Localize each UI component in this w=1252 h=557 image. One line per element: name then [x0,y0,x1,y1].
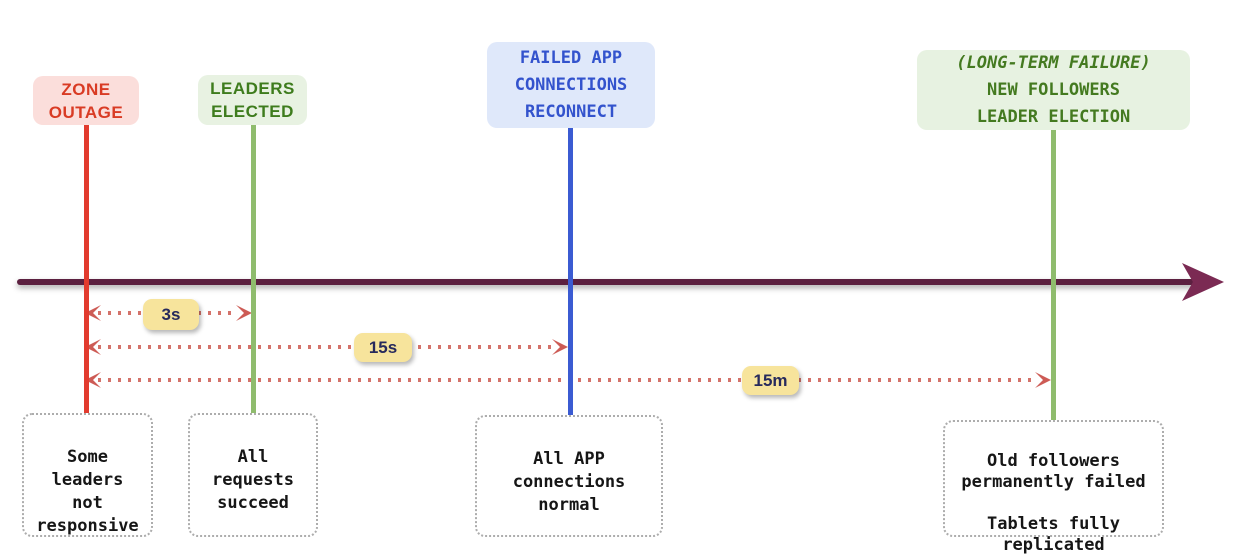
arrowhead-right-icon [1035,372,1051,388]
outcome-text: All APP connections normal [512,449,626,515]
duration-badge-label: 15s [368,337,398,357]
duration-badge-label: 3s [161,304,181,324]
duration-badge-label: 15m [753,370,788,390]
duration-badge-15s: 15s [354,333,412,362]
timeline-axis [17,279,1197,285]
outcome-box-failed-app-connections-reconnect: All APP connections normal [475,415,663,537]
outcome-box-leaders-elected: All requests succeed [188,413,318,537]
event-label-zone-outage: ZONE OUTAGE [33,76,139,125]
duration-badge-15m: 15m [742,366,799,395]
event-label-prefix: (LONG-TERM FAILURE) [956,52,1151,73]
arrowhead-right-icon [552,339,568,355]
event-label-text: ZONE OUTAGE [48,79,124,122]
outcome-box-new-followers-leader-election: Old followers permanently failed Tablets… [943,420,1164,555]
event-label-text: FAILED APP CONNECTIONS RECONNECT [514,47,628,122]
outcome-box-zone-outage: Some leaders not responsive [22,413,153,537]
event-line-leaders-elected [251,125,256,414]
duration-badge-3s: 3s [143,299,199,330]
outcome-text: Some leaders not responsive [36,447,139,536]
outcome-text: Old followers permanently failed Tablets… [961,451,1146,555]
event-label-text: LEADERS ELECTED [210,79,295,121]
event-label-failed-app-connections-reconnect: FAILED APP CONNECTIONS RECONNECT [487,42,655,128]
arrowhead-right-icon [236,305,252,321]
duration-arrow-15s [98,345,553,349]
event-line-failed-app-connections-reconnect [568,128,573,416]
event-label-text: NEW FOLLOWERS LEADER ELECTION [976,79,1131,127]
event-line-zone-outage [84,125,89,414]
outcome-text: All requests succeed [212,447,294,513]
event-label-new-followers-leader-election: (LONG-TERM FAILURE) NEW FOLLOWERS LEADER… [917,50,1190,130]
event-line-new-followers-leader-election [1051,130,1056,421]
duration-arrow-15m [98,378,1036,382]
event-label-leaders-elected: LEADERS ELECTED [198,75,307,125]
